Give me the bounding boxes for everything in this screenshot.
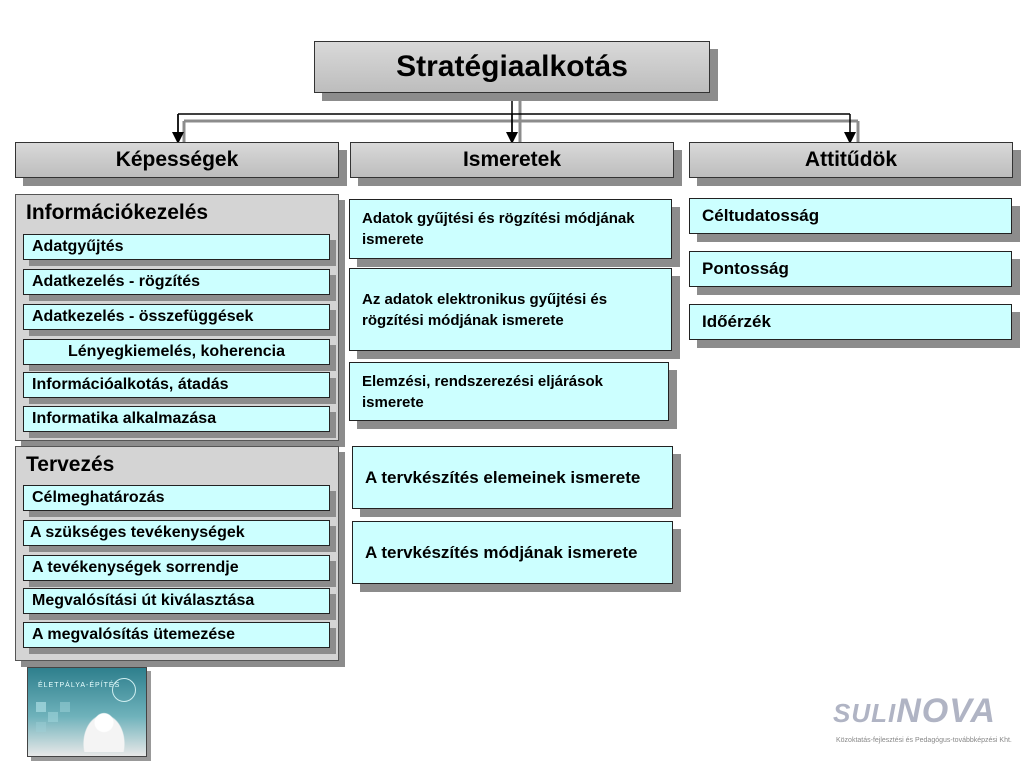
column-header-ismeretek: Ismeretek [350,142,674,178]
skill-item: A megvalósítás ütemezése [23,622,330,648]
skill-item: A tevékenységek sorrendje [23,555,330,581]
panel-title-tervezes: Tervezés [26,453,115,476]
skill-item: Megvalósítási út kiválasztása [23,588,330,614]
pixel-square-icon [60,702,70,712]
knowledge-item: Elemzési, rendszerezési eljárások ismere… [349,362,669,421]
brand-text-a: SULI [833,698,897,728]
brand-subtitle: Közoktatás-fejlesztési és Pedagógus-tová… [836,737,1012,744]
knowledge-item: Adatok gyűjtési és rögzítési módjának is… [349,199,672,259]
skill-item: Adatgyűjtés [23,234,330,260]
attitude-item: Céltudatosság [689,198,1012,234]
skill-item: Adatkezelés - rögzítés [23,269,330,295]
skill-item: Adatkezelés - összefüggések [23,304,330,330]
circle-icon [112,678,136,702]
connector-main [172,93,850,138]
skill-item: Célmeghatározás [23,485,330,511]
skill-item: Lényegkiemelés, koherencia [23,339,330,365]
pixel-square-icon [36,722,46,732]
page-title: Stratégiaalkotás [314,41,710,93]
brand-text-b: NOVA [896,692,996,730]
column-header-kepessegek: Képességek [15,142,339,178]
book-cover-caption: ÉLETPÁLYA-ÉPÍTÉS [38,682,121,689]
skill-item: Informatika alkalmazása [23,406,330,432]
skill-item: Információalkotás, átadás [23,372,330,398]
knowledge-item: A tervkészítés módjának ismerete [352,521,673,584]
column-header-attitudok: Attitűdök [689,142,1013,178]
knowledge-item: A tervkészítés elemeinek ismerete [352,446,673,509]
book-cover-image: ÉLETPÁLYA-ÉPÍTÉS [27,667,147,757]
pixel-square-icon [36,702,46,712]
figure-icon [80,710,128,752]
pixel-square-icon [48,712,58,722]
connector-shadow [182,100,860,148]
skill-item: A szükséges tevékenységek [23,520,330,546]
attitude-item: Időérzék [689,304,1012,340]
attitude-item: Pontosság [689,251,1012,287]
knowledge-item: Az adatok elektronikus gyűjtési és rögzí… [349,268,672,351]
panel-title-informaciokezeles: Információkezelés [26,201,209,224]
sulinova-logo: SULINOVA [833,692,996,731]
